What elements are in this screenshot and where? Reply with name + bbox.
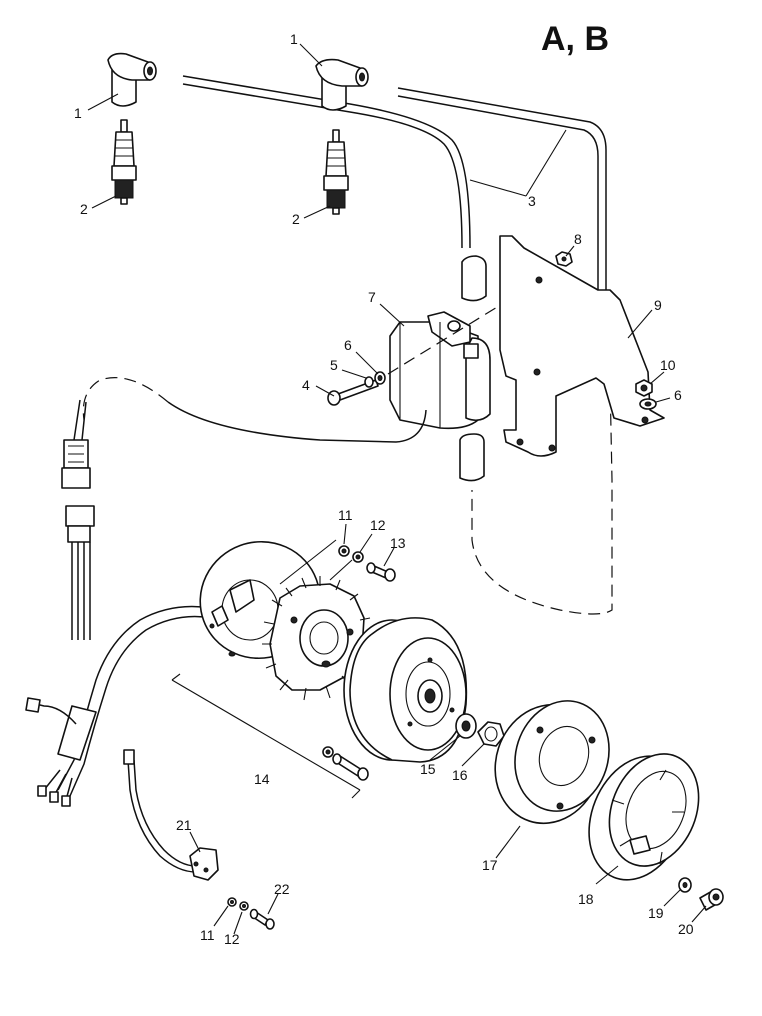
connector-lower: [65, 505, 95, 640]
coil-mounting-bolt: [327, 371, 386, 406]
callout-6-left: 6: [344, 337, 352, 353]
callout-18: 18: [578, 891, 594, 907]
spark-plug-left: [111, 119, 137, 205]
trigger-hardware: [227, 897, 275, 930]
callout-19: 19: [648, 905, 664, 921]
nut-10: [635, 379, 653, 397]
diagram-title: A, B: [541, 20, 609, 58]
callout-15: 15: [420, 761, 436, 777]
callout-11-upper: 11: [338, 507, 353, 523]
callout-11-lower: 11: [200, 927, 215, 943]
callout-1-left: 1: [74, 105, 82, 121]
callout-1-right: 1: [290, 31, 298, 47]
callout-12-lower: 12: [224, 931, 240, 947]
pulley-washer: [678, 877, 692, 893]
starter-cup: [494, 700, 610, 825]
callout-7: 7: [368, 289, 376, 305]
stator-wiring-harness: [25, 605, 229, 807]
callout-12-upper: 12: [370, 517, 386, 533]
stator-coils: [262, 576, 373, 701]
callout-9: 9: [654, 297, 662, 313]
callout-6-right: 6: [674, 387, 682, 403]
stator-dashed-guide: [279, 539, 353, 585]
callout-5: 5: [330, 357, 338, 373]
callout-16: 16: [452, 767, 468, 783]
connector-upper: [61, 399, 91, 489]
stator-hardware-lower: [322, 746, 369, 781]
leader-lines: [87, 43, 707, 935]
nut-8: [555, 251, 573, 267]
callout-numbers: 1 1 2 2 3 4 5 6 6 7 8 9 10 11 11 12 12 1…: [74, 31, 694, 947]
callout-8: 8: [574, 231, 582, 247]
stator-hardware-upper: [338, 545, 396, 582]
callout-10: 10: [660, 357, 676, 373]
spark-plug-right: [323, 129, 349, 215]
callout-13: 13: [390, 535, 406, 551]
ignition-coil: [389, 255, 491, 482]
mounting-bracket: [499, 235, 665, 457]
flywheel: [343, 617, 468, 763]
flywheel-washer: [455, 713, 477, 739]
trigger-coil-lead: [123, 749, 213, 873]
callout-2-right: 2: [292, 211, 300, 227]
callout-20: 20: [678, 921, 694, 937]
callout-21: 21: [176, 817, 192, 833]
callout-3: 3: [528, 193, 536, 209]
washer-6-right: [639, 398, 657, 410]
spark-plug-cap-left: [107, 52, 157, 107]
pulley-bolt: [699, 888, 724, 911]
callout-2-left: 2: [80, 201, 88, 217]
starter-pulley: [588, 753, 700, 881]
stator-assembly-bracket: [171, 673, 361, 799]
high-tension-wires: [182, 75, 613, 615]
callout-17: 17: [482, 857, 498, 873]
coil-lead-dashed: [82, 377, 169, 421]
mounting-axis-line: [387, 281, 539, 375]
callout-14: 14: [254, 771, 270, 787]
callout-4: 4: [302, 377, 310, 393]
callout-22: 22: [274, 881, 290, 897]
spark-plug-cap-right: [315, 58, 369, 111]
coil-lead: [167, 401, 427, 443]
trigger-coil: [189, 847, 219, 881]
